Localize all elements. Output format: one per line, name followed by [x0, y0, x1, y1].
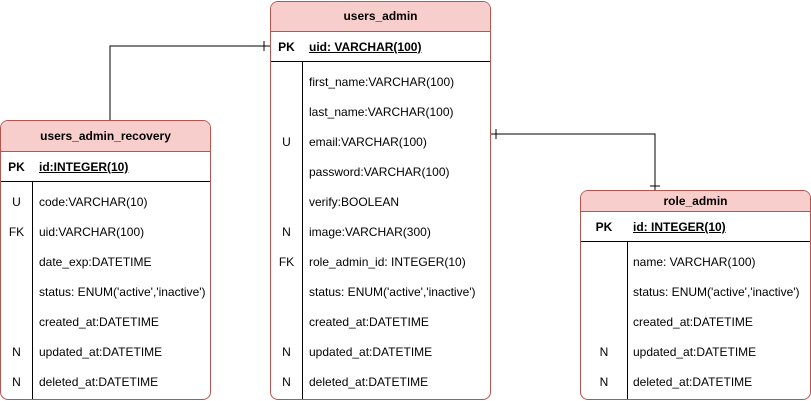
field-name: deleted_at:DATETIME [39, 375, 159, 389]
field-name: updated_at:DATETIME [39, 345, 163, 359]
field-name: name: VARCHAR(100) [633, 255, 756, 269]
field-name: code:VARCHAR(10) [39, 195, 148, 209]
field-name: uid:VARCHAR(100) [39, 225, 145, 239]
table-row[interactable]: status: ENUM('active','inactive') [1, 277, 210, 307]
table-row[interactable]: password:VARCHAR(100) [271, 157, 490, 187]
table-title: role_admin [581, 191, 810, 212]
key-label: N [599, 345, 609, 359]
field-name: email:VARCHAR(100) [309, 135, 427, 149]
table-row[interactable]: FK role_admin_id: INTEGER(10) [271, 247, 490, 277]
key-label: N [282, 345, 291, 359]
field-name: deleted_at:DATETIME [309, 375, 429, 389]
field-name: id: INTEGER(10) [633, 220, 726, 234]
key-label: N [282, 225, 291, 239]
key-label: PK [278, 40, 295, 54]
key-label: N [12, 345, 21, 359]
field-name: updated_at:DATETIME [309, 345, 433, 359]
field-name: uid: VARCHAR(100) [309, 40, 422, 54]
key-label: N [599, 375, 609, 389]
field-name: password:VARCHAR(100) [309, 165, 450, 179]
table-row[interactable]: status: ENUM('active','inactive') [581, 277, 810, 307]
field-name: date_exp:DATETIME [39, 255, 152, 269]
column-divider [302, 62, 303, 399]
primary-key-row[interactable]: PK id:INTEGER(10) [1, 152, 210, 182]
key-label: N [12, 375, 21, 389]
field-name: created_at:DATETIME [309, 315, 429, 329]
field-name: first_name:VARCHAR(100) [309, 75, 455, 89]
table-row[interactable]: created_at:DATETIME [1, 307, 210, 337]
table-row[interactable]: date_exp:DATETIME [1, 247, 210, 277]
table-row[interactable]: first_name:VARCHAR(100) [271, 67, 490, 97]
field-name: id:INTEGER(10) [39, 160, 129, 174]
field-name: image:VARCHAR(300) [309, 225, 431, 239]
column-divider [627, 242, 628, 399]
field-name: status: ENUM('active','inactive') [39, 285, 206, 299]
table-row[interactable]: status: ENUM('active','inactive') [271, 277, 490, 307]
field-name: created_at:DATETIME [39, 315, 159, 329]
table-role-admin[interactable]: role_admin PK id: INTEGER(10) name: VARCHA… [580, 190, 811, 400]
field-name: status: ENUM('active','inactive') [309, 285, 476, 299]
table-title: users_admin_recovery [1, 121, 210, 152]
key-label: U [12, 195, 21, 209]
key-label: U [282, 135, 291, 149]
key-label: N [282, 375, 291, 389]
table-title: users_admin [271, 2, 490, 32]
field-name: verify:BOOLEAN [309, 195, 400, 209]
table-row[interactable]: created_at:DATETIME [581, 307, 810, 337]
field-name: created_at:DATETIME [633, 315, 753, 329]
table-row[interactable]: last_name:VARCHAR(100) [271, 97, 490, 127]
connector-recovery-to-admin [109, 45, 270, 120]
key-label: FK [278, 255, 295, 269]
column-divider [32, 182, 33, 399]
key-label: FK [8, 225, 25, 239]
primary-key-row[interactable]: PK uid: VARCHAR(100) [271, 32, 490, 62]
key-label: PK [8, 160, 25, 174]
table-row[interactable]: created_at:DATETIME [271, 307, 490, 337]
field-name: updated_at:DATETIME [633, 345, 757, 359]
field-name: last_name:VARCHAR(100) [309, 105, 454, 119]
connector-admin-to-role [490, 133, 656, 190]
table-users-admin[interactable]: users_admin PK uid: VARCHAR(100) first_nam… [270, 1, 491, 400]
table-row[interactable]: name: VARCHAR(100) [581, 247, 810, 277]
field-name: role_admin_id: INTEGER(10) [309, 255, 466, 269]
key-label: PK [595, 220, 613, 234]
primary-key-row[interactable]: PK id: INTEGER(10) [581, 212, 810, 242]
table-row[interactable]: verify:BOOLEAN [271, 187, 490, 217]
table-row[interactable]: FK uid:VARCHAR(100) [1, 217, 210, 247]
field-name: status: ENUM('active','inactive') [633, 285, 800, 299]
field-name: deleted_at:DATETIME [633, 375, 753, 389]
